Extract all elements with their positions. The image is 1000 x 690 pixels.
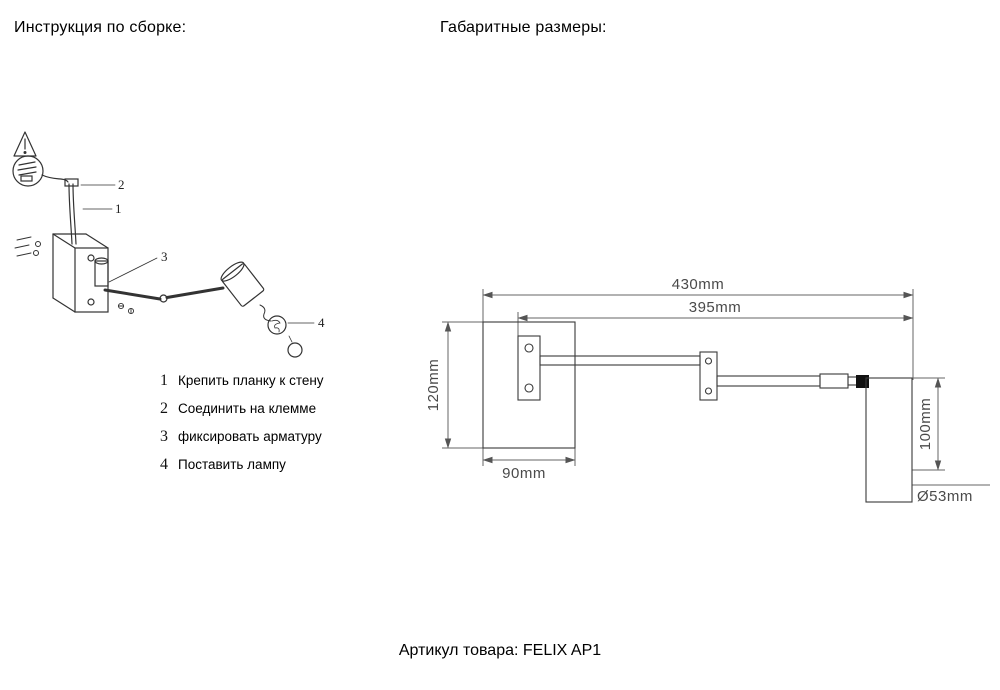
bulb-icon [267, 315, 287, 335]
assembly-diagram: 2 1 3 4 [12, 131, 325, 358]
instruction-text: фиксировать арматуру [178, 429, 322, 444]
instruction-list: 1 Крепить планку к стену 2 Соединить на … [160, 372, 324, 484]
leader-3 [108, 257, 158, 283]
dimensions-title: Габаритные размеры: [440, 19, 607, 36]
dim-label-arm-width: 395mm [689, 299, 742, 316]
assembly-label-3: 3 [161, 249, 168, 264]
instruction-number: 2 [160, 400, 168, 417]
instruction-number: 4 [160, 456, 168, 473]
assembly-label-4: 4 [318, 315, 325, 330]
shade-cylinder [865, 377, 913, 503]
head-connector [819, 373, 849, 389]
dim-label-total-width: 430mm [672, 276, 725, 293]
dim-label-plate-width: 90mm [502, 465, 546, 482]
dim-label-shade-height: 100mm [917, 398, 934, 451]
fasteners [117, 302, 135, 315]
instruction-item: 2 Соединить на клемме [160, 400, 324, 428]
dimension-drawing: 430mm 395mm 120mm 90mm 100mm Ø53mm [425, 276, 990, 505]
dim-label-shade-diameter: Ø53mm [917, 488, 973, 505]
instruction-text: Крепить планку к стену [178, 373, 324, 388]
plate-zone-outline [482, 321, 576, 449]
lamp-glass [287, 335, 303, 358]
head-neck [847, 376, 858, 386]
instruction-text: Поставить лампу [178, 457, 286, 472]
swing-arm [103, 286, 225, 303]
wires [41, 174, 79, 245]
instruction-item: 4 Поставить лампу [160, 456, 324, 484]
joint-block [699, 351, 718, 401]
wall-plate-side [517, 335, 541, 401]
instruction-number: 3 [160, 428, 168, 445]
assembly-label-2: 2 [118, 177, 125, 192]
assembly-label-1: 1 [115, 201, 122, 216]
pivot-cylinder [94, 257, 109, 287]
warning-triangle-icon [13, 131, 37, 157]
instruction-text: Соединить на клемме [178, 401, 317, 416]
assembly-title: Инструкция по сборке: [14, 19, 187, 36]
mounting-screws [14, 236, 41, 257]
lamp-head [220, 261, 265, 307]
dim-label-plate-height: 120mm [425, 359, 442, 412]
arm-2 [716, 375, 821, 387]
arm-1 [539, 355, 701, 366]
wall-bracket [52, 233, 109, 313]
head-socket [856, 375, 869, 388]
instruction-item: 1 Крепить планку к стену [160, 372, 324, 400]
instruction-item: 3 фиксировать арматуру [160, 428, 324, 456]
product-article: Артикул товара: FELIX AP1 [398, 642, 602, 659]
terminal-detail-icon [12, 155, 44, 187]
socket-thread [259, 304, 272, 322]
instruction-number: 1 [160, 372, 168, 389]
